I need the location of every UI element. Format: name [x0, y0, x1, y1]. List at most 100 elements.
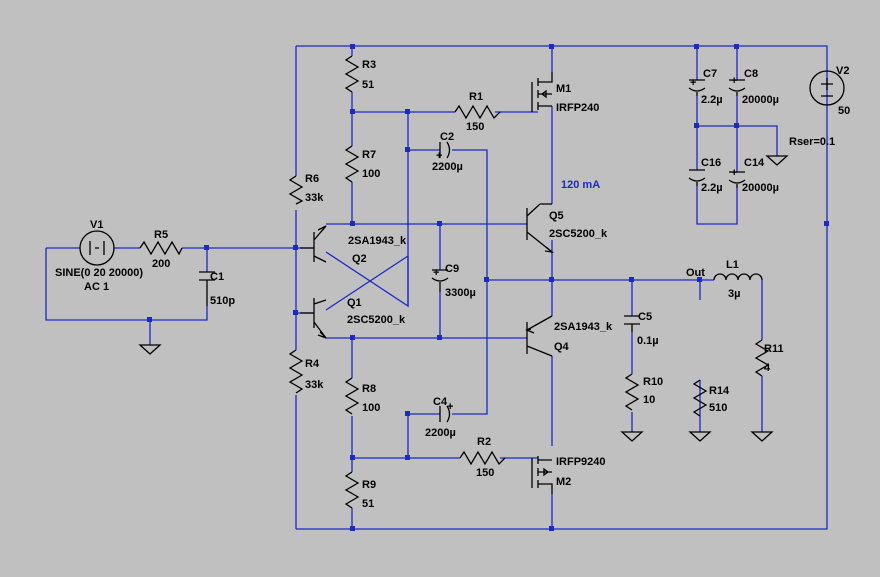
r2-name: R2 — [477, 436, 491, 448]
current-annotation: 120 mA — [561, 179, 600, 191]
q4-name: Q4 — [554, 341, 570, 353]
r9-value: 51 — [362, 498, 374, 510]
m2-name: M2 — [556, 476, 571, 488]
q1-transistor-symbol — [300, 298, 327, 339]
svg-text:+: + — [433, 267, 439, 279]
ground-symbol-r10 — [620, 431, 644, 442]
q5-transistor-symbol — [526, 203, 555, 253]
svg-text:+: + — [731, 75, 737, 87]
v1-source-symbol — [79, 230, 115, 266]
c8-value: 20000µ — [742, 94, 779, 106]
r8-resistor-symbol — [344, 377, 360, 415]
c5-value: 0.1µ — [637, 335, 659, 347]
c1-capacitor-symbol — [199, 271, 215, 306]
c16-name: C16 — [701, 157, 721, 169]
m1-name: M1 — [556, 83, 571, 95]
q2-name: Q2 — [352, 253, 367, 265]
r14-resistor-symbol — [692, 379, 708, 417]
r10-name: R10 — [643, 376, 663, 388]
ground-symbol-r11 — [750, 431, 774, 442]
r5-value: 200 — [152, 258, 170, 270]
c1-name: C1 — [210, 271, 224, 283]
r1-value: 150 — [466, 121, 484, 133]
ground-symbol-r14 — [688, 431, 712, 442]
r1-name: R1 — [469, 91, 483, 103]
c14-value: 20000µ — [742, 182, 779, 194]
l1-inductor-symbol — [713, 273, 763, 281]
m1-model: IRFP240 — [556, 102, 599, 114]
r14-value: 510 — [709, 402, 727, 414]
c1-value: 510p — [210, 295, 235, 307]
r10-value: 10 — [643, 394, 655, 406]
ground-symbol-v1 — [138, 344, 162, 355]
r3-value: 51 — [362, 79, 374, 91]
v1-spec: SINE(0 20 20000) — [55, 267, 143, 279]
r11-value: 4 — [764, 362, 771, 374]
c4-name: C4 — [433, 396, 448, 408]
svg-text:+: + — [447, 401, 453, 413]
r8-value: 100 — [362, 402, 380, 414]
c7-value: 2.2µ — [701, 94, 723, 106]
r5-resistor-symbol — [139, 240, 183, 256]
v2-name: V2 — [836, 65, 849, 77]
q1-name: Q1 — [347, 297, 362, 309]
v1-name: V1 — [90, 219, 103, 231]
r4-resistor-symbol — [288, 349, 304, 394]
r3-resistor-symbol — [344, 55, 360, 93]
m2-model: IRFP9240 — [556, 456, 606, 468]
r2-resistor-symbol — [459, 450, 506, 466]
junctions — [147, 44, 829, 531]
c2-value: 2200µ — [432, 161, 463, 173]
m1-mosfet-symbol — [531, 72, 553, 112]
q2-model: 2SA1943_k — [348, 235, 407, 247]
q4-model: 2SA1943_k — [554, 321, 613, 333]
v1-ac: AC 1 — [84, 281, 109, 293]
c4-value: 2200µ — [425, 427, 456, 439]
r6-name: R6 — [305, 173, 319, 185]
r4-value: 33k — [305, 379, 324, 391]
c8-capacitor-symbol — [728, 79, 746, 96]
r3-name: R3 — [362, 59, 376, 71]
c9-capacitor-symbol — [431, 269, 449, 292]
r7-name: R7 — [362, 149, 376, 161]
c5-capacitor-symbol — [624, 315, 640, 332]
c2-capacitor-symbol — [439, 141, 451, 159]
c4-capacitor-symbol — [439, 405, 451, 423]
r9-name: R9 — [362, 479, 376, 491]
r7-value: 100 — [362, 168, 380, 180]
wires — [45, 45, 828, 530]
r10-resistor-symbol — [624, 373, 640, 411]
q4-transistor-symbol — [524, 315, 553, 357]
m2-mosfet-symbol — [531, 456, 553, 494]
q5-name: Q5 — [549, 210, 564, 222]
ground-symbol-rser — [765, 155, 789, 166]
r2-value: 150 — [476, 467, 494, 479]
c14-name: C14 — [744, 157, 765, 169]
component-labels: V1 SINE(0 20 20000) AC 1 V2 50 R5 200 C1… — [55, 59, 850, 510]
v2-value: 50 — [838, 105, 850, 117]
r1-resistor-symbol — [454, 104, 501, 120]
r7-resistor-symbol — [344, 145, 360, 183]
l1-value: 3µ — [728, 288, 740, 300]
r6-value: 33k — [305, 192, 324, 204]
c14-capacitor-symbol — [728, 171, 746, 188]
r8-name: R8 — [362, 383, 376, 395]
c2-name: C2 — [440, 131, 454, 143]
c8-name: C8 — [744, 68, 758, 80]
q2-transistor-symbol — [300, 225, 327, 263]
r9-resistor-symbol — [344, 471, 360, 509]
r4-name: R4 — [305, 358, 320, 370]
r11-resistor-symbol — [754, 339, 770, 377]
rser-annotation: Rser=0.1 — [789, 136, 835, 148]
v2-source-symbol — [809, 70, 845, 106]
q1-model: 2SC5200_k — [347, 314, 406, 326]
l1-name: L1 — [726, 259, 739, 271]
c9-name: C9 — [445, 263, 459, 275]
polarity-marks: + + + + + + — [433, 75, 737, 413]
r6-resistor-symbol — [288, 175, 304, 205]
c16-capacitor-symbol — [688, 169, 706, 186]
r11-name: R11 — [764, 343, 784, 355]
c5-name: C5 — [638, 311, 652, 323]
r14-name: R14 — [709, 385, 730, 397]
